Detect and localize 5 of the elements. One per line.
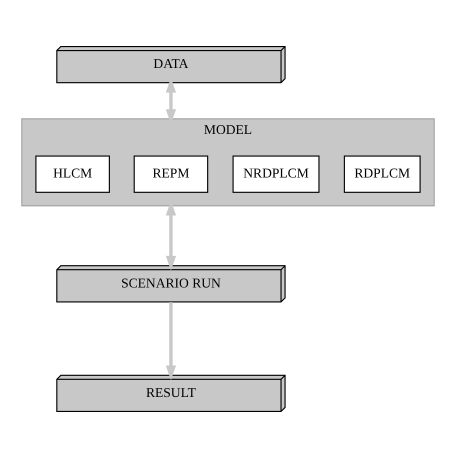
node-box: REPM	[134, 155, 208, 192]
node-box: RDPLCM	[344, 155, 421, 192]
arrow	[166, 302, 176, 380]
node-box: NRDPLCM	[232, 155, 320, 192]
node-box: HLCM	[35, 155, 110, 192]
